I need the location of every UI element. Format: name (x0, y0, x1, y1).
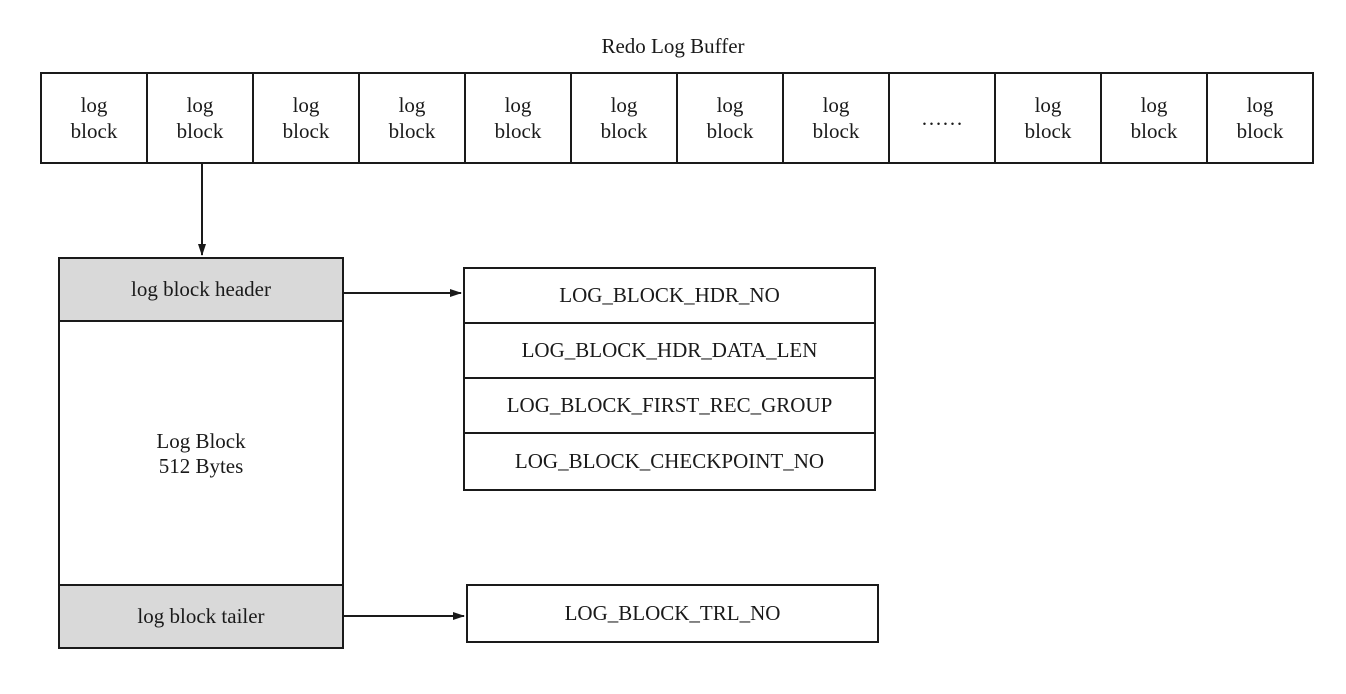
cell-line: block (176, 119, 224, 143)
cell-line: log (1140, 92, 1168, 117)
header-field: LOG_BLOCK_CHECKPOINT_NO (514, 449, 825, 473)
cell-line: block (1236, 119, 1284, 143)
header-fields-table: LOG_BLOCK_HDR_NO LOG_BLOCK_HDR_DATA_LEN … (463, 267, 876, 491)
cell-line: block (494, 119, 542, 143)
cell-line: log (80, 92, 108, 117)
cell-line: log (398, 92, 426, 117)
cell-line: log (1246, 92, 1274, 117)
cell-line: block (70, 119, 118, 143)
log-block-body-line: Log Block (156, 429, 246, 453)
header-field: LOG_BLOCK_HDR_DATA_LEN (465, 324, 874, 379)
cell-line: block (282, 119, 330, 143)
log-block-header: log block header (60, 259, 342, 322)
ellipsis-cell: …… (890, 74, 996, 162)
cell-line: log (504, 92, 532, 117)
cell-line: log (186, 92, 214, 117)
log-block-body-line: 512 Bytes (158, 454, 244, 478)
header-field: LOG_BLOCK_HDR_NO (465, 269, 874, 324)
log-block-body: Log Block 512 Bytes (60, 322, 342, 586)
cell-line: block (1130, 119, 1178, 143)
cell-line: block (600, 119, 648, 143)
cell-line: block (388, 119, 436, 143)
log-block-detail: log block header Log Block 512 Bytes log… (58, 257, 344, 649)
redo-log-buffer-title: Redo Log Buffer (601, 34, 745, 58)
cell-line: block (706, 119, 754, 143)
cell-line: block (812, 119, 860, 143)
cell-line: log (822, 92, 850, 117)
cell-line: log (716, 92, 744, 117)
header-field: LOG_BLOCK_FIRST_REC_GROUP (465, 379, 874, 434)
cell-line: log (610, 92, 638, 117)
cell-line: block (1024, 119, 1072, 143)
tailer-field: LOG_BLOCK_TRL_NO (466, 584, 879, 643)
cell-line: log (1034, 92, 1062, 117)
log-block-tailer: log block tailer (60, 584, 342, 647)
cell-line: …… (921, 105, 963, 130)
cell-line: log (292, 92, 320, 117)
